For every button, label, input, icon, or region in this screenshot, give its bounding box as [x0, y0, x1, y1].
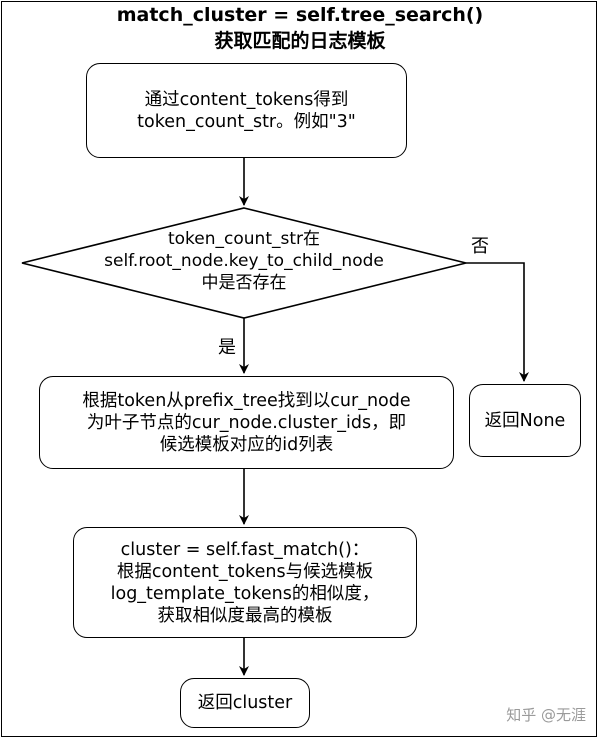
node-decision-line1: token_count_str在	[167, 229, 320, 249]
diagram-subtitle: 获取匹配的日志模板	[214, 30, 386, 52]
node-step3-line2: 根据content_tokens与候选模板	[116, 561, 374, 582]
node-return-cluster-label: 返回cluster	[197, 693, 293, 713]
node-step2: 根据token从prefix_tree找到以cur_node 为叶子节点的cur…	[39, 376, 454, 469]
node-decision-line3: 中是否存在	[201, 273, 287, 293]
edge-label-yes: 是	[218, 337, 236, 358]
node-step3: cluster = self.fast_match()： 根据content_t…	[73, 527, 417, 638]
node-step2-line1: 根据token从prefix_tree找到以cur_node	[82, 390, 411, 411]
node-return-cluster: 返回cluster	[180, 678, 310, 728]
node-return-none-label: 返回None	[484, 410, 566, 431]
node-step3-line1: cluster = self.fast_match()：	[120, 539, 370, 560]
node-step2-line3: 候选模板对应的id列表	[159, 434, 334, 455]
node-step1: 通过content_tokens得到 token_count_str。例如"3"	[86, 63, 407, 158]
edge-label-no: 否	[471, 236, 489, 257]
node-decision-text: token_count_str在 self.root_node.key_to_c…	[44, 228, 444, 294]
node-step2-line2: 为叶子节点的cur_node.cluster_ids，即	[86, 412, 407, 433]
node-step1-line1: 通过content_tokens得到	[144, 89, 349, 110]
node-return-none: 返回None	[469, 384, 581, 457]
watermark: 知乎 @无涯	[506, 706, 586, 724]
diagram-title: match_cluster = self.tree_search()	[116, 4, 484, 26]
node-step3-line3: log_template_tokens的相似度，	[110, 583, 380, 604]
node-step3-line4: 获取相似度最高的模板	[157, 605, 333, 626]
edge-decision-to-return-none	[466, 262, 529, 382]
node-step1-line2: token_count_str。例如"3"	[137, 111, 356, 132]
node-decision-line2: self.root_node.key_to_child_node	[104, 251, 384, 271]
